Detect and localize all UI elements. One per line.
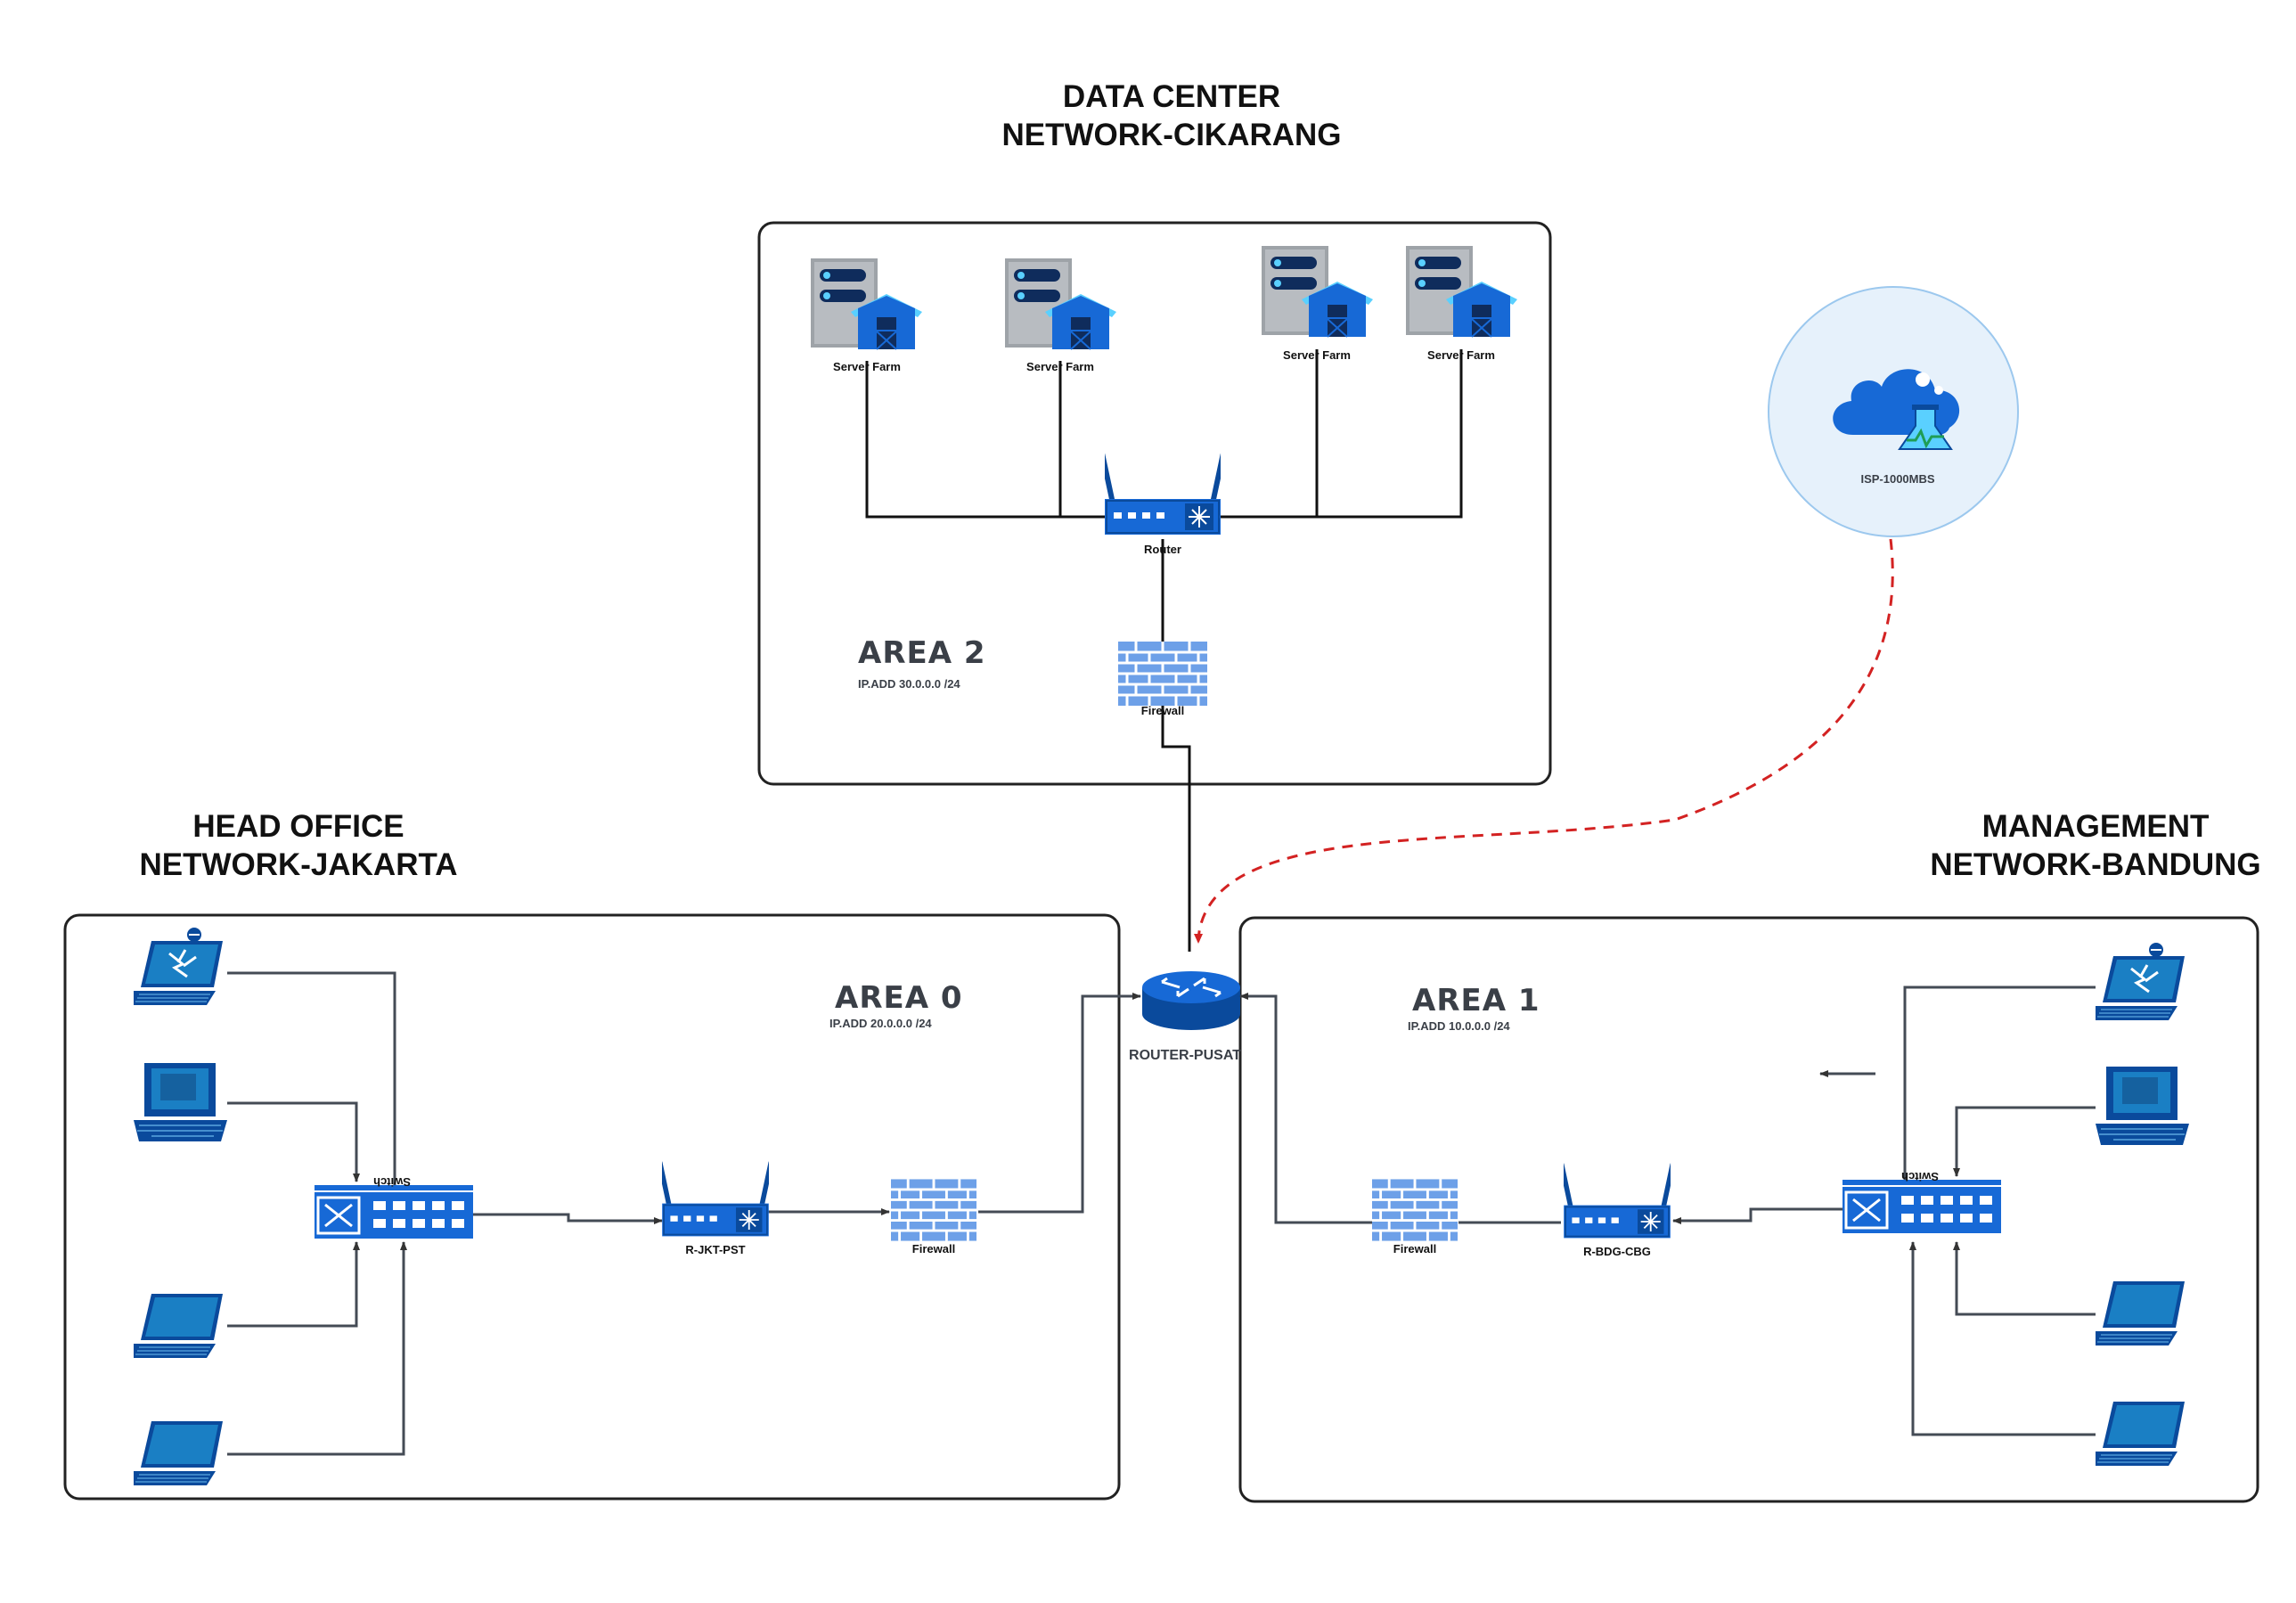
bandung-firewall[interactable]: Firewall xyxy=(1372,1179,1458,1255)
router-icon xyxy=(1564,1161,1671,1239)
datacenter-firewall[interactable]: Firewall xyxy=(1118,642,1207,717)
datacenter-area-label: AREA 2 xyxy=(858,635,986,671)
datacenter-ip-label: IP.ADD 30.0.0.0 /24 xyxy=(858,677,960,691)
bandung-area-label: AREA 1 xyxy=(1412,983,1540,1018)
isp-cloud[interactable]: ISP-1000MBS xyxy=(1768,286,2019,537)
server-farm-4[interactable]: Server Farm xyxy=(1406,246,1517,362)
router-icon xyxy=(1105,451,1221,536)
isp-label: ISP-1000MBS xyxy=(1860,472,1934,486)
server-farm-1[interactable]: Server Farm xyxy=(811,258,922,373)
laptop-icon xyxy=(134,1421,224,1485)
jakarta-laptop-1[interactable] xyxy=(134,1294,224,1358)
firewall-icon xyxy=(1118,642,1207,706)
bandung-title-line2: NETWORK-BANDUNG xyxy=(1930,847,2260,882)
datacenter-links xyxy=(865,349,1463,952)
core-router[interactable]: ROUTER-PUSAT xyxy=(1129,969,1241,1063)
bandung-router[interactable]: R-BDG-CBG xyxy=(1559,1161,1676,1258)
core-router-label: ROUTER-PUSAT xyxy=(1129,1048,1241,1063)
bandung-ip-label: IP.ADD 10.0.0.0 /24 xyxy=(1408,1019,1510,1033)
bandung-firewall-label: Firewall xyxy=(1393,1242,1436,1255)
bandung-desktop[interactable] xyxy=(2096,1067,2189,1145)
server-farm-3[interactable]: Server Farm xyxy=(1262,246,1373,362)
datacenter-area-box xyxy=(757,221,1552,786)
jakarta-laptop-user[interactable] xyxy=(134,927,225,1007)
jakarta-firewall[interactable]: Firewall xyxy=(891,1179,976,1255)
desktop-icon xyxy=(2096,1067,2189,1145)
bandung-router-label: R-BDG-CBG xyxy=(1583,1245,1651,1258)
laptop-user-icon xyxy=(2096,942,2186,1022)
server-farm-2[interactable]: Server Farm xyxy=(1005,258,1116,373)
jakarta-firewall-label: Firewall xyxy=(912,1242,955,1255)
server-farm-label: Server Farm xyxy=(1427,348,1495,362)
bandung-title-line1: MANAGEMENT xyxy=(1982,809,2210,844)
jakarta-router-label: R-JKT-PST xyxy=(685,1243,745,1256)
jakarta-title-line2: NETWORK-JAKARTA xyxy=(139,847,457,882)
switch-icon xyxy=(315,1185,473,1239)
firewall-icon xyxy=(1372,1179,1458,1241)
bandung-area-box xyxy=(1238,916,2259,1503)
server-farm-label: Server Farm xyxy=(1026,360,1094,373)
jakarta-area-label: AREA 0 xyxy=(835,980,963,1016)
datacenter-router[interactable]: Router xyxy=(1099,451,1226,556)
server-farm-icon xyxy=(1262,246,1373,338)
bandung-laptop-user[interactable] xyxy=(2096,942,2186,1022)
datacenter-title-line1: DATA CENTER xyxy=(1063,79,1280,114)
bandung-switch[interactable]: Switch xyxy=(1843,1170,2001,1233)
bandung-links xyxy=(1239,986,2096,1436)
server-farm-icon xyxy=(811,258,922,350)
jakarta-desktop[interactable] xyxy=(134,1063,227,1141)
jakarta-router[interactable]: R-JKT-PST xyxy=(658,1159,774,1256)
switch-icon xyxy=(1843,1180,2001,1233)
jakarta-area-box xyxy=(63,913,1121,1501)
laptop-user-icon xyxy=(134,927,225,1007)
desktop-icon xyxy=(134,1063,227,1141)
jakarta-title-line1: HEAD OFFICE xyxy=(192,809,404,844)
bandung-switch-label: Switch xyxy=(1901,1170,1939,1183)
server-farm-label: Server Farm xyxy=(1283,348,1351,362)
datacenter-firewall-label: Firewall xyxy=(1141,704,1184,717)
jakarta-links xyxy=(227,971,1141,1456)
bandung-laptop-2[interactable] xyxy=(2096,1402,2186,1466)
laptop-icon xyxy=(2096,1402,2186,1466)
firewall-icon xyxy=(891,1179,976,1241)
bandung-laptop-1[interactable] xyxy=(2096,1281,2186,1345)
jakarta-laptop-2[interactable] xyxy=(134,1421,224,1485)
core-router-icon xyxy=(1142,969,1240,1032)
server-farm-icon xyxy=(1005,258,1116,350)
jakarta-ip-label: IP.ADD 20.0.0.0 /24 xyxy=(829,1017,932,1030)
isp-link xyxy=(1194,538,1894,944)
router-icon xyxy=(662,1159,769,1238)
datacenter-router-label: Router xyxy=(1144,543,1181,556)
laptop-icon xyxy=(2096,1281,2186,1345)
datacenter-title-line2: NETWORK-CIKARANG xyxy=(1001,118,1341,152)
jakarta-switch-label: Switch xyxy=(373,1175,411,1189)
server-farm-label: Server Farm xyxy=(833,360,901,373)
laptop-icon xyxy=(134,1294,224,1358)
server-farm-icon xyxy=(1406,246,1517,338)
jakarta-switch[interactable]: Switch xyxy=(315,1175,473,1239)
